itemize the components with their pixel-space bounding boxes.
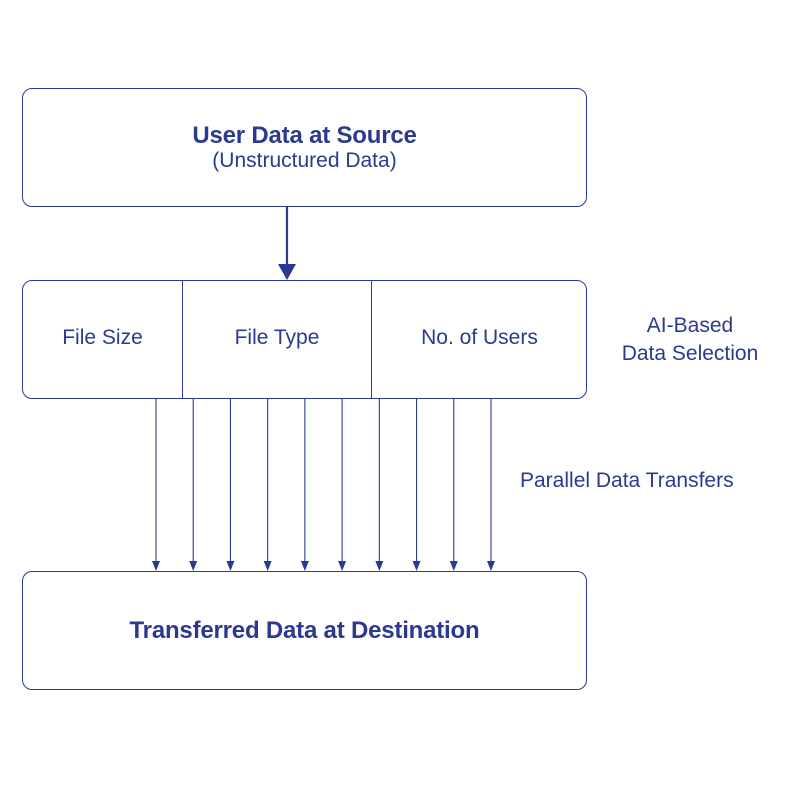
parallel-transfer-arrowhead: [152, 561, 160, 571]
ai-selection-label-line2: Data Selection: [621, 342, 759, 365]
parallel-transfer-arrowhead: [300, 561, 309, 571]
parallel-transfer-arrowhead: [375, 561, 384, 571]
source-to-selection-arrowhead: [278, 264, 296, 280]
criterion-divider: [371, 281, 372, 398]
parallel-transfer-arrowhead: [263, 561, 272, 571]
criterion-file-size: File Size: [62, 326, 143, 349]
parallel-transfer-arrowhead: [449, 561, 458, 571]
criterion-file-type: File Type: [234, 326, 320, 349]
destination-title: Transferred Data at Destination: [129, 617, 480, 644]
parallel-transfer-arrowhead: [226, 561, 235, 571]
criterion-divider: [182, 281, 183, 398]
criterion-no-of-users: No. of Users: [421, 326, 538, 349]
parallel-transfer-arrowhead: [338, 561, 347, 571]
parallel-transfer-arrowhead: [412, 561, 421, 571]
ai-selection-label-line1: AI-Based: [646, 314, 734, 337]
destination-box: Transferred Data at Destination: [22, 571, 587, 690]
parallel-transfers-label: Parallel Data Transfers: [520, 469, 734, 492]
ai-selection-label: AI-Based Data Selection: [600, 312, 780, 368]
source-box: User Data at Source (Unstructured Data): [22, 88, 587, 207]
source-subtitle: (Unstructured Data): [212, 149, 397, 172]
selection-box: File Size File Type No. of Users: [22, 280, 587, 399]
parallel-transfer-arrowhead: [189, 561, 198, 571]
parallel-transfer-arrowhead: [487, 561, 495, 571]
source-title: User Data at Source: [192, 122, 417, 149]
